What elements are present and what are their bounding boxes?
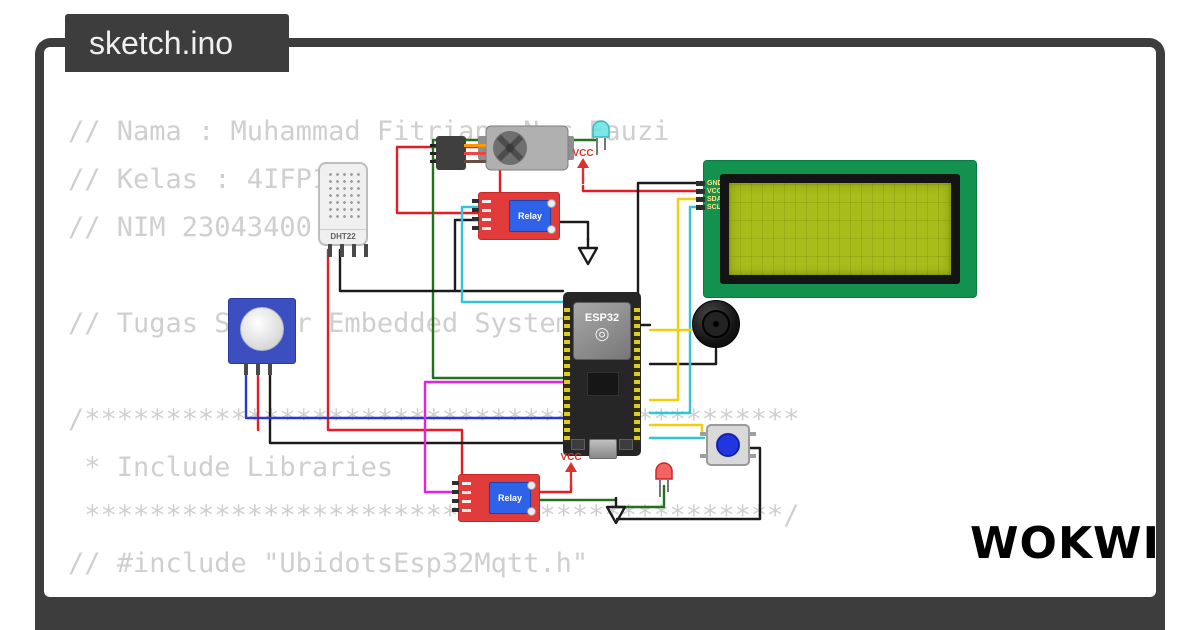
relay-pin-mark [462, 482, 471, 485]
led-graphic [655, 462, 673, 497]
code-line: // Kelas : 4IFP1 [68, 164, 329, 195]
pushbutton-leg [700, 432, 708, 436]
dht22-label: DHT22 [320, 229, 366, 241]
code-line: /***************************************… [68, 404, 800, 435]
code-editor: // Nama : Muhammad Fitriana Nur Fauzi // … [68, 108, 800, 597]
connector-pin [430, 152, 436, 155]
lcd-display[interactable]: GND VCC SDA SCL [696, 160, 977, 298]
dht22-pin [340, 244, 344, 257]
relay-pin [472, 226, 479, 230]
pir-pin [244, 363, 248, 375]
servo-motor[interactable] [476, 118, 576, 176]
lcd-pin-label: SDA [707, 196, 722, 203]
code-line [68, 252, 800, 300]
pir-motion-sensor[interactable] [228, 298, 296, 375]
pir-pin [256, 363, 260, 375]
espressif-logo-icon: ◎ [594, 324, 610, 343]
code-line: // NIM 23043400 [68, 212, 312, 243]
ribbon-wire-orange [464, 144, 486, 147]
esp32-pins-right [634, 308, 640, 442]
esp32-pins-left [564, 308, 570, 442]
relay-pin [472, 217, 479, 221]
vcc-symbol-2: VCC [556, 450, 586, 497]
code-line: #include <WiFi.h> [68, 588, 800, 597]
esp32-en-button[interactable] [619, 439, 633, 450]
servo-connector [430, 136, 486, 170]
ribbon-wire-red [464, 152, 486, 155]
lcd-pin [696, 189, 705, 194]
esp32-chip [587, 372, 619, 396]
file-tab[interactable]: sketch.ino [65, 14, 289, 72]
esp32-label: ESP32 [584, 312, 620, 324]
relay-pin [472, 199, 479, 203]
esp32-boot-button[interactable] [571, 439, 585, 450]
relay-module-2[interactable]: Relay [452, 474, 540, 522]
lcd-pin [696, 205, 705, 210]
buzzer-hole [713, 321, 719, 327]
esp32-shield: ESP32 ◎ [573, 302, 631, 360]
relay-pin [452, 481, 459, 485]
lcd-bezel [720, 174, 960, 284]
pir-dome [240, 307, 284, 351]
servo-graphic [478, 125, 574, 171]
dht22-pin [328, 244, 332, 257]
relay-pin-mark [482, 218, 491, 221]
relay-box: Relay [489, 482, 531, 514]
relay-module-1[interactable]: Relay [472, 192, 560, 240]
connector-pin [430, 144, 436, 147]
lcd-pin-label: VCC [707, 188, 722, 195]
vcc-label: VCC [560, 452, 581, 463]
dht22-pin [364, 244, 368, 257]
relay-pin-mark [462, 509, 471, 512]
lcd-pin [696, 197, 705, 202]
code-line: ****************************************… [68, 500, 800, 531]
relay-pin-mark [462, 491, 471, 494]
relay-pin [472, 208, 479, 212]
code-line: * Include Libraries [68, 452, 394, 483]
code-line: // Nama : Muhammad Fitriana Nur Fauzi [68, 116, 670, 147]
relay-pin [452, 508, 459, 512]
relay-screw [547, 199, 556, 208]
pushbutton-leg [748, 454, 756, 458]
relay-screw [527, 507, 536, 516]
relay-pin [452, 490, 459, 494]
vcc-symbol-1: VCC [568, 146, 598, 193]
pushbutton-leg [700, 454, 708, 458]
relay-pin [452, 499, 459, 503]
dht22-pin [352, 244, 356, 257]
code-line [68, 348, 800, 396]
pushbutton-leg [748, 432, 756, 436]
esp32-board[interactable]: ESP32 ◎ [563, 292, 641, 459]
relay-pin-mark [462, 500, 471, 503]
relay-label: Relay [497, 493, 523, 503]
relay-pin-mark [482, 200, 491, 203]
code-line: // Tugas Sensor Embedded System [68, 308, 572, 339]
dht22-vents [327, 171, 361, 219]
usb-connector [589, 439, 617, 459]
dht22-sensor[interactable]: DHT22 [318, 162, 368, 257]
ribbon-wire-brown [464, 160, 486, 163]
connector-pin [430, 160, 436, 163]
buzzer[interactable] [692, 300, 740, 348]
lcd-pin-label: SCL [707, 204, 721, 211]
relay-screw [527, 481, 536, 490]
lcd-pin [696, 181, 705, 186]
file-tab-label: sketch.ino [89, 24, 234, 61]
pushbutton[interactable] [700, 424, 756, 466]
relay-pin-mark [482, 227, 491, 230]
relay-label: Relay [517, 211, 543, 221]
led-red[interactable] [651, 456, 677, 505]
pir-pin [268, 363, 272, 375]
relay-pin-mark [482, 209, 491, 212]
lcd-screen [729, 183, 951, 275]
lcd-pin-label: GND [707, 180, 723, 187]
ground-symbol-1 [575, 238, 601, 273]
vcc-label: VCC [572, 148, 593, 159]
relay-screw [547, 225, 556, 234]
relay-box: Relay [509, 200, 551, 232]
wokwi-logo: WOKWI [970, 518, 1160, 569]
ground-symbol-2 [603, 497, 629, 532]
code-line: // #include "UbidotsEsp32Mqtt.h" [68, 548, 589, 579]
pushbutton-cap[interactable] [716, 433, 740, 457]
